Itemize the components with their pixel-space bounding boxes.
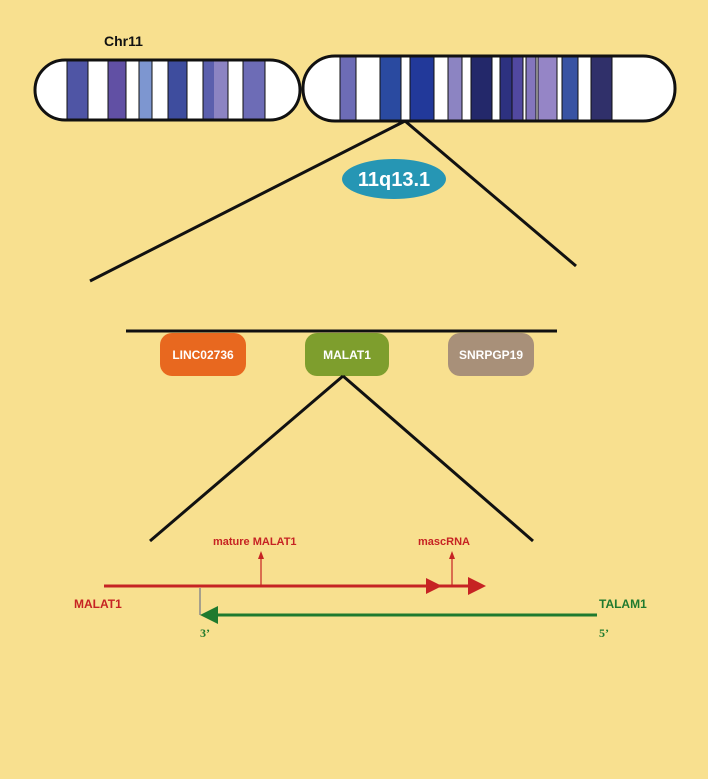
talam1-reverse-strand xyxy=(200,606,597,624)
chromosome-band xyxy=(512,56,523,121)
chromosome-band xyxy=(243,60,265,120)
chromosome-band xyxy=(139,60,152,120)
chromosome-band xyxy=(168,60,187,120)
chromosome-q-arm xyxy=(301,54,677,123)
gene-malat1: MALAT1 xyxy=(305,333,389,376)
chromosome-band xyxy=(562,56,578,121)
chromosome-band xyxy=(203,60,214,120)
mascrna-marker xyxy=(449,551,455,586)
chromosome-band xyxy=(471,56,492,121)
gene-snrpgp19: SNRPGP19 xyxy=(448,333,534,376)
chromosome-title: Chr11 xyxy=(104,33,143,49)
mature-malat1-label: mature MALAT1 xyxy=(213,536,297,548)
chromosome-band xyxy=(500,56,512,121)
chromosome-p-arm xyxy=(33,58,302,122)
zoom-line-right xyxy=(404,119,577,268)
chromosome-band xyxy=(380,56,401,121)
malat1-forward-strand xyxy=(104,577,486,595)
chromosome-band xyxy=(591,56,612,121)
zoom-line-malat1-left xyxy=(149,374,344,543)
chromosome-band xyxy=(214,60,228,120)
malat1-arrowhead-outer xyxy=(468,577,486,595)
five-prime-label: 5’ xyxy=(599,626,609,640)
mascrna-label: mascRNA xyxy=(418,536,470,548)
band-label-text: 11q13.1 xyxy=(358,169,430,191)
chromosome-band xyxy=(448,56,462,121)
gene-linc02736: LINC02736 xyxy=(160,333,246,376)
gene-linc02736-label: LINC02736 xyxy=(172,348,234,362)
mature-malat1-marker xyxy=(258,551,264,586)
zoom-line-malat1-right xyxy=(342,374,534,543)
chromosome-band xyxy=(67,60,88,120)
malat1-arrowhead-inner xyxy=(426,578,442,594)
chromosome-band xyxy=(410,56,434,121)
three-prime-label: 3’ xyxy=(200,626,210,640)
chromosome-band xyxy=(108,60,126,120)
gene-snrpgp19-label: SNRPGP19 xyxy=(459,348,523,362)
talam1-arrowhead xyxy=(200,606,218,624)
chromosome-band xyxy=(526,56,536,121)
talam1-strand-label: TALAM1 xyxy=(599,597,647,611)
chromosome-band xyxy=(340,56,356,121)
gene-malat1-label: MALAT1 xyxy=(323,348,371,362)
malat1-strand-label: MALAT1 xyxy=(74,597,122,611)
zoom-line-left xyxy=(89,119,406,283)
chromosome-band xyxy=(538,56,557,121)
band-label: 11q13.1 xyxy=(342,159,446,199)
